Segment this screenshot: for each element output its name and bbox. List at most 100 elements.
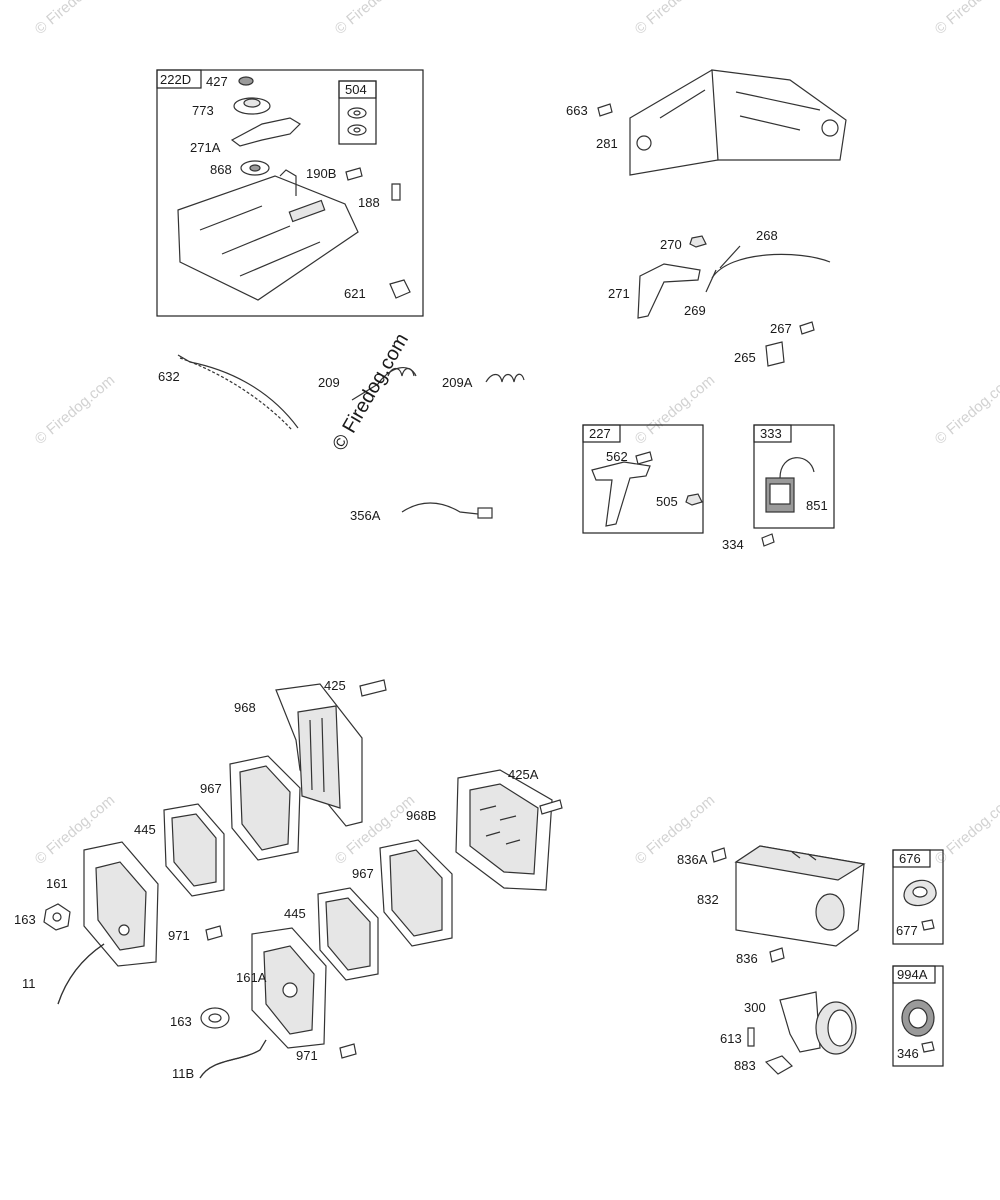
screw-icon — [747, 1027, 755, 1047]
air-filter-icon — [389, 849, 443, 937]
muffler-guard-icon — [815, 893, 845, 931]
engine-bracket-icon — [821, 119, 839, 137]
bolt-icon — [539, 799, 563, 815]
pulley-icon — [243, 98, 261, 108]
part-label-851: 851 — [806, 498, 828, 513]
breather-tube-icon — [57, 943, 105, 1005]
nut-icon — [238, 76, 254, 86]
engine-bracket-icon — [636, 135, 652, 151]
part-label-968B: 968B — [406, 808, 436, 823]
part-label-271A: 271A — [190, 140, 221, 155]
group-676: 676 677 — [892, 849, 944, 945]
throttle-cable-icon — [719, 245, 741, 269]
box-label-994A: 994A — [897, 967, 928, 982]
breather-tube-icon — [57, 943, 105, 1005]
part-label-663: 663 — [566, 103, 588, 118]
collar-icon — [249, 164, 261, 172]
box-227 — [582, 424, 704, 534]
nut-icon — [685, 493, 703, 506]
spring-icon — [485, 373, 525, 383]
box-676-tag — [892, 849, 931, 868]
part-label-971: 971 — [168, 928, 190, 943]
box-222D-tag — [156, 69, 202, 89]
clamp-icon — [765, 341, 785, 367]
air-cleaner-base-icon — [282, 982, 298, 998]
control-bracket-icon — [279, 169, 297, 196]
group-333: 333 851 334 — [722, 424, 835, 552]
part-label-269: 269 — [684, 303, 706, 318]
part-label-268: 268 — [756, 228, 778, 243]
watermark: © Firedog.com — [932, 372, 1000, 448]
part-label-190B: 190B — [306, 166, 336, 181]
part-label-188: 188 — [358, 195, 380, 210]
screw-icon — [339, 1043, 357, 1059]
throttle-cable-icon — [705, 269, 717, 293]
part-label-677: 677 — [896, 923, 918, 938]
pre-cleaner-icon — [171, 813, 217, 887]
part-label-161: 161 — [46, 876, 68, 891]
air-cleaner-cover-icon — [479, 805, 521, 845]
governor-link-icon — [177, 354, 299, 429]
part-label-346: 346 — [897, 1046, 919, 1061]
spring-icon — [387, 367, 415, 377]
group-air-filter: 425 968 967 445 161 163 11 971 968B 425A… — [14, 678, 563, 1081]
deflector-icon — [912, 886, 928, 898]
spark-arrester-icon — [908, 1007, 928, 1029]
lever-icon — [230, 117, 301, 147]
clip-icon — [389, 279, 411, 299]
watermark: © Firedog.com — [932, 792, 1000, 868]
part-label-163: 163 — [170, 1014, 192, 1029]
part-label-11: 11 — [22, 976, 36, 991]
screw-icon — [597, 103, 613, 117]
screw-icon — [345, 167, 363, 181]
air-cleaner-cover-icon — [469, 783, 539, 875]
screw-icon — [921, 919, 935, 931]
air-cleaner-cover-icon — [309, 717, 325, 793]
part-label-356A: 356A — [350, 508, 381, 523]
screw-icon — [205, 925, 223, 941]
part-label-271: 271 — [608, 286, 630, 301]
bracket-icon — [591, 461, 651, 527]
part-label-209: 209 — [318, 375, 340, 390]
breather-tube-icon — [199, 1039, 267, 1079]
ground-wire-icon — [401, 502, 479, 515]
air-filter-icon — [239, 765, 291, 851]
part-label-968: 968 — [234, 700, 256, 715]
part-label-300: 300 — [744, 1000, 766, 1015]
muffler-icon — [827, 1009, 853, 1047]
part-label-425A: 425A — [508, 767, 539, 782]
part-label-883: 883 — [734, 1058, 756, 1073]
muffler-guard-icon — [734, 845, 866, 881]
part-label-445: 445 — [284, 906, 306, 921]
part-label-773: 773 — [192, 103, 214, 118]
watermark: © Firedog.com — [332, 0, 418, 38]
group-bracket-281: 663 281 — [566, 69, 847, 176]
part-label-967: 967 — [352, 866, 374, 881]
part-label-281: 281 — [596, 136, 618, 151]
box-label-504: 504 — [345, 82, 367, 97]
gasket-icon — [208, 1013, 222, 1023]
screw-icon — [769, 947, 785, 963]
ignition-armature-icon — [769, 483, 791, 505]
air-cleaner-base-icon — [95, 861, 147, 951]
part-label-163: 163 — [14, 912, 36, 927]
washer-icon — [353, 127, 361, 133]
bolt-icon — [359, 679, 387, 697]
group-994A: 994A 346 — [892, 965, 944, 1067]
watermark-main: © Firedog.com — [328, 330, 413, 455]
governor-link-icon — [179, 357, 293, 431]
ignition-armature-icon — [779, 457, 815, 479]
stud-icon — [391, 183, 401, 201]
part-label-967: 967 — [200, 781, 222, 796]
part-label-613: 613 — [720, 1031, 742, 1046]
watermark: © Firedog.com — [32, 372, 118, 448]
box-label-227: 227 — [589, 426, 611, 441]
group-muffler: 836A 832 836 300 613 883 — [677, 845, 866, 1075]
part-label-270: 270 — [660, 237, 682, 252]
part-label-836A: 836A — [677, 852, 708, 867]
washer-icon — [353, 110, 361, 116]
control-bracket-icon — [199, 205, 321, 277]
governor-lever-icon — [637, 263, 701, 319]
part-label-425: 425 — [324, 678, 346, 693]
part-label-209A: 209A — [442, 375, 473, 390]
